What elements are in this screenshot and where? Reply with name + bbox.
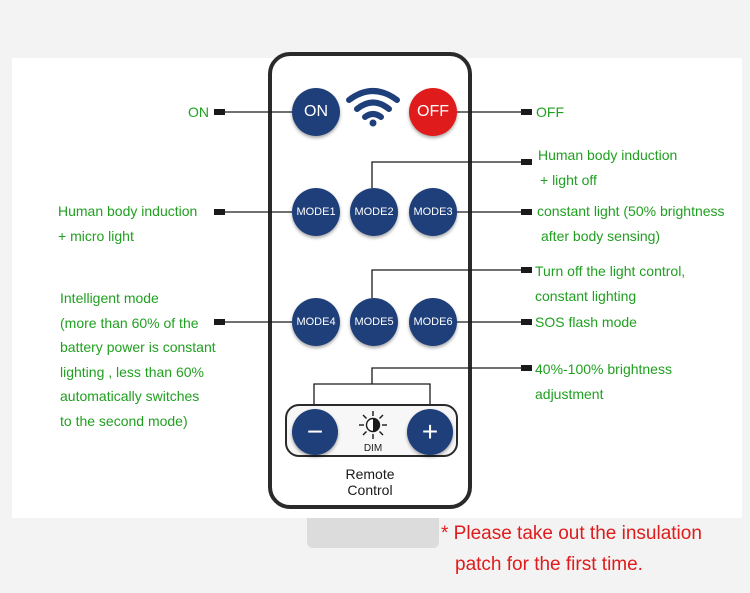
remote-label-line1: Remote bbox=[345, 466, 395, 482]
marker-mode4 bbox=[214, 319, 225, 325]
label-dim: 40%-100% brightness adjustment bbox=[535, 357, 672, 406]
label-mode5-line2: constant lighting bbox=[535, 287, 637, 304]
on-button[interactable]: ON bbox=[292, 88, 340, 136]
marker-mode1 bbox=[214, 209, 225, 215]
label-mode5-line1: Turn off the light control, bbox=[535, 263, 686, 279]
label-mode4-line4: lighting , less than 60% bbox=[60, 363, 204, 380]
label-mode4: Intelligent mode (more than 60% of the b… bbox=[60, 286, 216, 433]
brightness-icon bbox=[359, 411, 387, 439]
label-mode4-line3: battery power is constant bbox=[60, 339, 216, 355]
insulation-note-line1: * Please take out the insulation bbox=[441, 523, 702, 544]
label-mode1-line2: + micro light bbox=[58, 227, 134, 244]
marker-mode2 bbox=[521, 159, 532, 165]
off-button[interactable]: OFF bbox=[409, 88, 457, 136]
mode2-button[interactable]: MODE2 bbox=[350, 188, 398, 236]
mode1-button[interactable]: MODE1 bbox=[292, 188, 340, 236]
insulation-note: * Please take out the insulation patch f… bbox=[441, 518, 702, 580]
line-dim bbox=[371, 367, 527, 384]
label-mode5: Turn off the light control, constant lig… bbox=[535, 259, 685, 308]
label-mode4-line5: automatically switches bbox=[60, 388, 200, 404]
label-mode2-line2: + light off bbox=[540, 171, 597, 188]
label-mode3-line1: constant light (50% brightness bbox=[537, 203, 725, 219]
label-mode1-line1: Human body induction bbox=[58, 203, 198, 219]
label-mode3: constant light (50% brightness after bod… bbox=[537, 199, 725, 248]
marker-off bbox=[521, 109, 532, 115]
marker-dim bbox=[521, 365, 532, 371]
label-mode4-line2: (more than 60% of the bbox=[60, 314, 199, 331]
label-mode6: SOS flash mode bbox=[535, 314, 637, 330]
label-mode4-line6: to the second mode) bbox=[60, 412, 188, 429]
mode6-button[interactable]: MODE6 bbox=[409, 298, 457, 346]
remote-label: Remote Control bbox=[320, 466, 420, 498]
line-dim-bracket bbox=[313, 383, 431, 406]
label-dim-line1: 40%-100% brightness bbox=[535, 361, 672, 377]
mode5-button[interactable]: MODE5 bbox=[350, 298, 398, 346]
line-mode5 bbox=[371, 269, 527, 298]
remote-label-line2: Control bbox=[347, 482, 393, 498]
marker-mode3 bbox=[521, 209, 532, 215]
label-on: ON bbox=[188, 104, 209, 120]
insulation-note-line2: patch for the first time. bbox=[455, 554, 643, 575]
dim-plus-button[interactable]: + bbox=[407, 409, 453, 455]
dim-minus-button[interactable]: − bbox=[292, 409, 338, 455]
label-dim-line2: adjustment bbox=[535, 385, 604, 402]
marker-mode6 bbox=[521, 319, 532, 325]
marker-on bbox=[214, 109, 225, 115]
label-mode4-line1: Intelligent mode bbox=[60, 290, 159, 306]
label-mode3-line2: after body sensing) bbox=[541, 227, 661, 244]
marker-mode5 bbox=[521, 267, 532, 273]
label-mode2: Human body induction + light off bbox=[538, 143, 677, 192]
mode4-button[interactable]: MODE4 bbox=[292, 298, 340, 346]
label-off: OFF bbox=[536, 104, 564, 120]
label-mode2-line1: Human body induction bbox=[538, 147, 678, 163]
dim-label: DIM bbox=[363, 443, 383, 454]
line-mode2 bbox=[371, 161, 527, 188]
label-mode1: Human body induction + micro light bbox=[58, 199, 197, 248]
mode3-button[interactable]: MODE3 bbox=[409, 188, 457, 236]
wifi-icon bbox=[346, 88, 400, 127]
remote-stand bbox=[307, 518, 439, 548]
